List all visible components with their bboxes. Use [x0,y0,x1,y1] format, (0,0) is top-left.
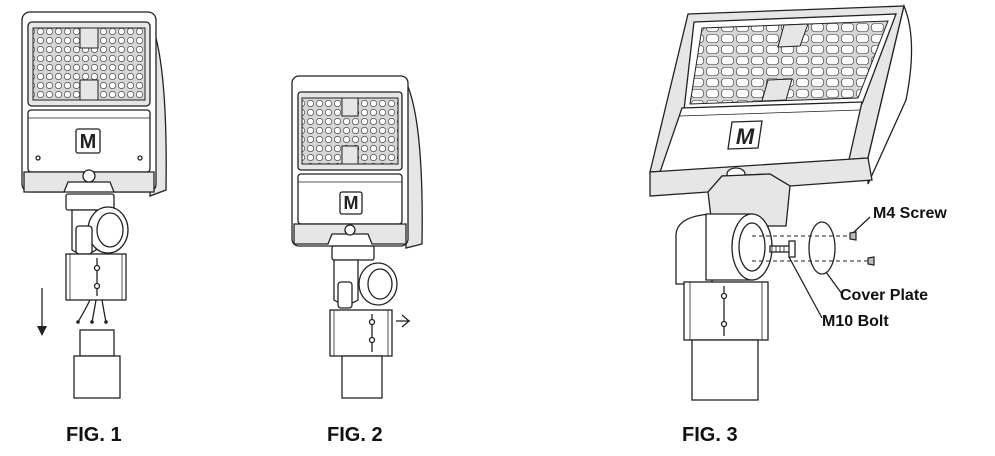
fig1-down-arrow [37,288,47,336]
fig2-slip-fitter [329,309,393,357]
fig2-logo-badge: M [339,191,363,215]
fig3-logo-badge: M [727,120,763,150]
fig1-drawing: M [21,11,167,399]
fig1-logo-badge: M [75,128,101,154]
fig3-m4-screws [752,231,875,266]
fig3-label: FIG. 3 [682,424,738,446]
fig2-drawing: M [291,75,423,399]
fig1-wires [76,299,108,324]
fig2-label: FIG. 2 [327,424,383,446]
fig3-cover-plate [808,221,836,275]
fig3-drawing: M [649,3,913,401]
fig3-pole [691,339,759,401]
cover-plate-callout: Cover Plate [840,287,929,304]
svg-text:M: M [80,131,97,153]
svg-text:M: M [736,124,755,149]
svg-text:M: M [344,193,359,213]
fig1-slip-fitter [65,253,127,301]
fig2-pole [341,355,383,399]
fig1-luminaire-head: M [21,11,167,197]
fig2-knuckle [331,245,398,309]
fig1-pole [73,329,121,399]
fig1-knuckle [65,193,129,255]
fig3-led-array [689,20,889,105]
m4-screw-callout: M4 Screw [873,205,947,222]
fig1-label: FIG. 1 [66,424,122,446]
fig3-knuckle [675,213,773,285]
fig3-m10-bolt [769,240,796,258]
fig3-luminaire-head: M [649,3,913,227]
fig2-luminaire-head: M [291,75,423,249]
m10-bolt-callout: M10 Bolt [822,313,889,330]
fig3-leader-lines [788,216,871,319]
fig3-slip-fitter [683,281,769,341]
fig2-tighten-arrow [396,314,410,328]
